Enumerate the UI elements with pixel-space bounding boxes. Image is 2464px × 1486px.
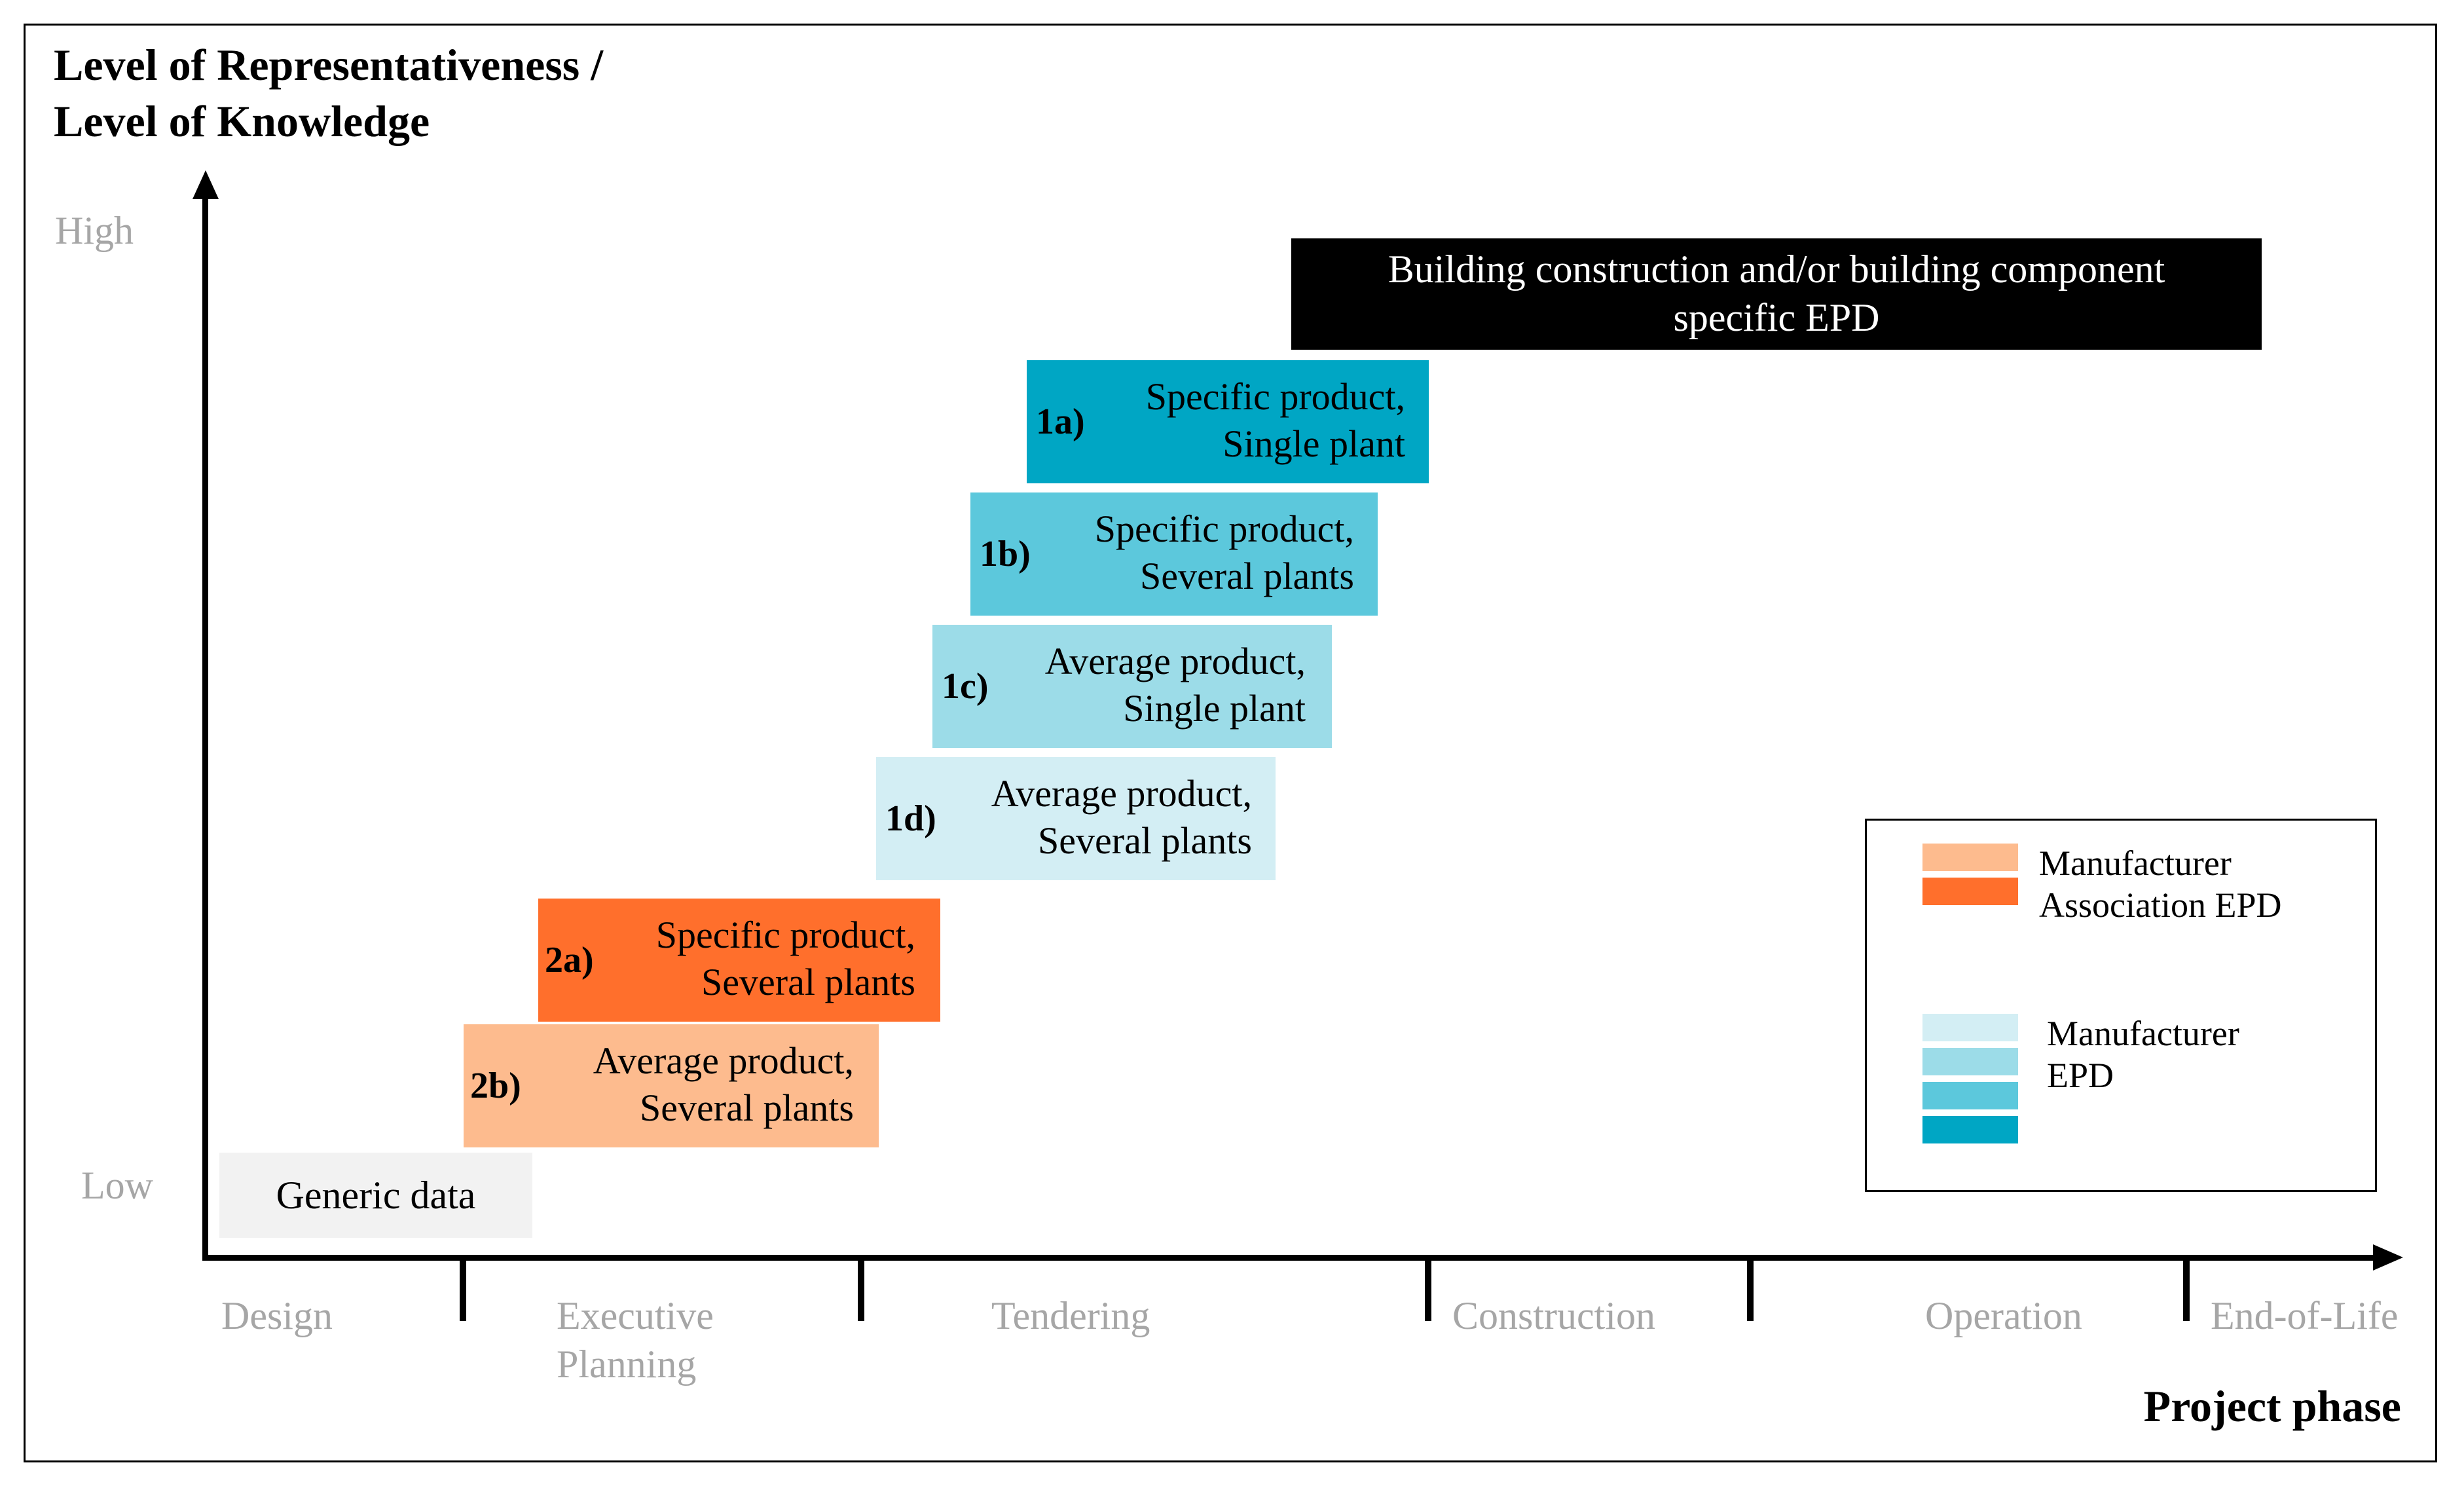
- phase-tick-2: [858, 1261, 864, 1321]
- x-axis-line: [202, 1255, 2383, 1261]
- phase-tick-4: [1747, 1261, 1754, 1321]
- legend-manufacturer-line-2: EPD: [2047, 1056, 2114, 1095]
- legend-swatch-manufacturer-1: [1922, 1014, 2018, 1041]
- box-1d-line-1: Average product,: [991, 772, 1252, 815]
- phase-end-of-life: End-of-Life: [2211, 1294, 2399, 1337]
- phase-operation: Operation: [1925, 1294, 2082, 1337]
- legend-swatch-association-light: [1922, 844, 2018, 871]
- box-1b-line-2: Several plants: [1140, 555, 1354, 597]
- box-2a-text: Specific product, Several plants: [656, 912, 915, 1006]
- phase-tick-3: [1425, 1261, 1431, 1321]
- box-1b-text: Specific product, Several plants: [1095, 506, 1354, 600]
- building-epd-line-2: specific EPD: [1673, 296, 1880, 339]
- box-2a-code: 2a): [545, 940, 594, 980]
- box-1d-line-2: Several plants: [1038, 819, 1252, 862]
- box-2a-line-2: Several plants: [701, 961, 915, 1003]
- box-1a-code: 1a): [1036, 401, 1085, 442]
- y-axis-arrowhead: [193, 170, 219, 199]
- box-1d: 1d) Average product, Several plants: [876, 757, 1276, 880]
- phase-tendering: Tendering: [991, 1294, 1150, 1337]
- box-2b-line-2: Several plants: [640, 1087, 854, 1129]
- building-specific-epd-box: Building construction and/or building co…: [1291, 238, 2262, 350]
- box-1c-line-2: Single plant: [1123, 687, 1306, 730]
- x-axis-title: Project phase: [2143, 1381, 2401, 1431]
- box-1b-line-1: Specific product,: [1094, 508, 1354, 550]
- legend-swatch-manufacturer-4: [1922, 1116, 2018, 1143]
- legend-swatch-manufacturer-3: [1922, 1082, 2018, 1109]
- y-axis-title-line-1: Level of Representativeness /: [54, 40, 604, 90]
- legend-label-manufacturer: Manufacturer EPD: [2047, 1012, 2239, 1096]
- y-level-low: Low: [81, 1164, 153, 1207]
- box-1a-text: Specific product, Single plant: [1146, 373, 1405, 468]
- box-2b-line-1: Average product,: [593, 1039, 854, 1082]
- box-2a: 2a) Specific product, Several plants: [538, 899, 940, 1022]
- y-level-high: High: [55, 209, 134, 252]
- phase-executive-planning: Executive Planning: [557, 1294, 714, 1386]
- box-2b-code: 2b): [470, 1066, 521, 1106]
- y-axis-title: Level of Representativeness / Level of K…: [54, 37, 603, 149]
- box-1b-code: 1b): [980, 534, 1031, 574]
- phase-tick-1: [460, 1261, 466, 1321]
- phase-construction: Construction: [1452, 1294, 1655, 1337]
- box-generic-data: Generic data: [219, 1153, 532, 1238]
- box-1c: 1c) Average product, Single plant: [932, 625, 1332, 748]
- box-1d-code: 1d): [885, 798, 936, 839]
- box-1c-text: Average product, Single plant: [1045, 638, 1306, 732]
- box-2b: 2b) Average product, Several plants: [464, 1024, 879, 1147]
- box-1a: 1a) Specific product, Single plant: [1027, 360, 1429, 483]
- building-epd-line-1: Building construction and/or building co…: [1388, 248, 2165, 291]
- y-axis-title-line-2: Level of Knowledge: [54, 96, 430, 146]
- y-axis-line: [202, 196, 208, 1261]
- legend-association-line-1: Manufacturer: [2039, 844, 2232, 883]
- box-1d-text: Average product, Several plants: [991, 770, 1252, 864]
- legend-swatch-association-dark: [1922, 878, 2018, 905]
- box-2a-line-1: Specific product,: [655, 914, 915, 956]
- legend-label-association: Manufacturer Association EPD: [2039, 842, 2282, 926]
- box-1a-line-2: Single plant: [1223, 422, 1405, 465]
- diagram-frame: [24, 24, 2437, 1462]
- legend-manufacturer-line-1: Manufacturer: [2047, 1014, 2239, 1053]
- box-1c-code: 1c): [942, 666, 989, 707]
- phase-tick-5: [2183, 1261, 2190, 1321]
- box-1b: 1b) Specific product, Several plants: [970, 492, 1378, 616]
- box-2b-text: Average product, Several plants: [593, 1037, 854, 1132]
- box-1c-line-1: Average product,: [1044, 640, 1306, 682]
- legend-association-line-2: Association EPD: [2039, 885, 2282, 925]
- box-1a-line-1: Specific product,: [1145, 375, 1405, 418]
- x-axis-arrowhead: [2373, 1244, 2403, 1271]
- phase-design: Design: [221, 1294, 333, 1337]
- legend-swatch-manufacturer-2: [1922, 1048, 2018, 1075]
